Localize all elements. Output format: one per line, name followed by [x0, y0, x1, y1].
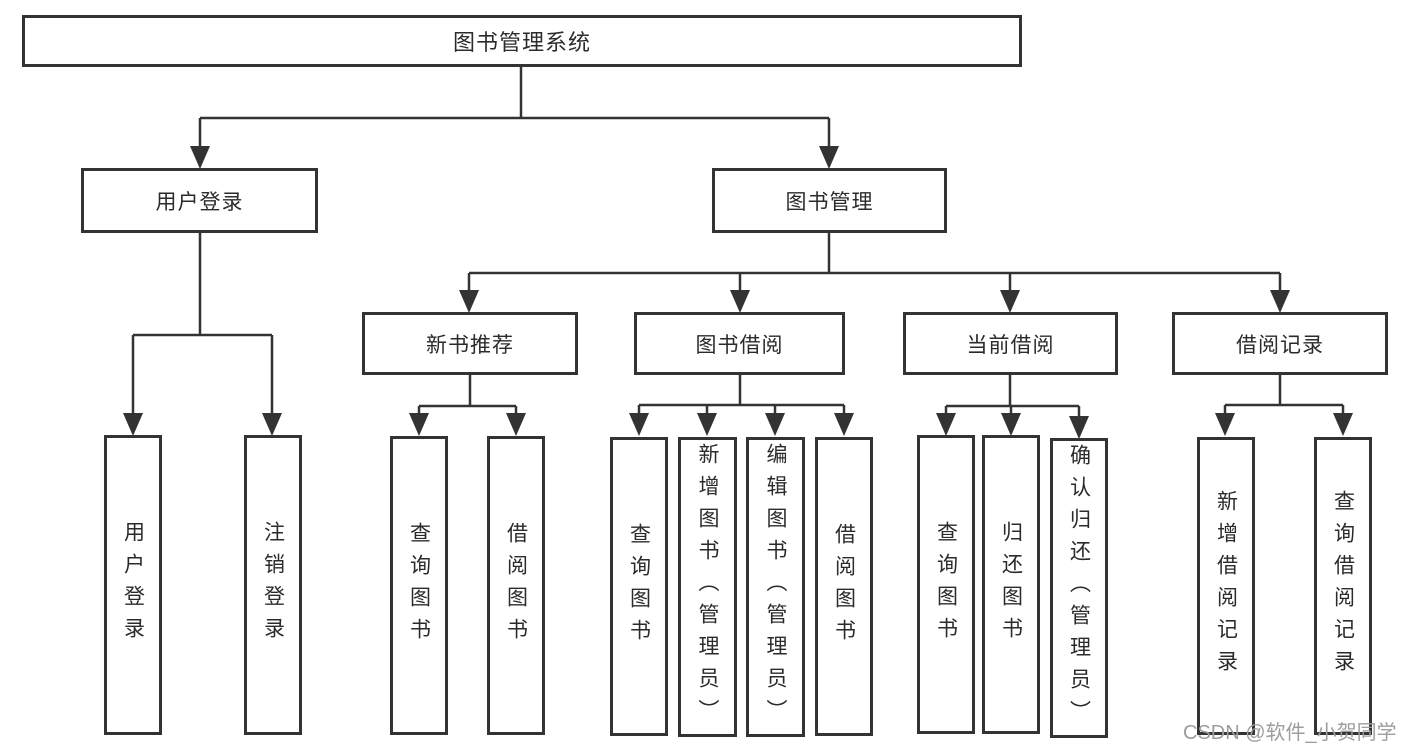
arrowhead	[459, 290, 479, 313]
leaf-logout-label: 注销登录	[261, 521, 285, 649]
leaf-user-login: 用户登录	[104, 435, 162, 735]
node-root: 图书管理系统	[22, 15, 1022, 67]
leaf-edit-books-admin: 编辑图书（管理员）	[746, 437, 805, 737]
node-borrow-records: 借阅记录	[1172, 312, 1388, 375]
node-current-borrow-label: 当前借阅	[966, 333, 1055, 357]
arrowhead	[506, 413, 526, 436]
leaf-borrow-books-1-label: 借阅图书	[504, 521, 528, 650]
connector-book-borrow	[637, 375, 846, 415]
node-root-label: 图书管理系统	[452, 30, 591, 55]
arrowhead	[730, 290, 750, 313]
leaf-query-borrow-record: 查询借阅记录	[1314, 437, 1372, 735]
leaf-query-borrow-record-label: 查询借阅记录	[1331, 490, 1355, 682]
node-new-book-recommend: 新书推荐	[362, 312, 578, 375]
leaf-logout: 注销登录	[244, 435, 302, 735]
arrowhead	[1270, 290, 1290, 313]
leaf-query-books-2-label: 查询图书	[627, 522, 651, 651]
arrowhead	[936, 413, 956, 436]
connector-root	[198, 67, 831, 148]
connector-borrow-records	[1223, 375, 1345, 415]
leaf-add-books-admin: 新增图书（管理员）	[678, 437, 737, 737]
node-user-login-label: 用户登录	[155, 190, 244, 214]
leaf-query-books-1-label: 查询图书	[407, 521, 431, 650]
connector-book-mgmt	[467, 233, 1282, 292]
arrowhead	[1333, 413, 1353, 436]
node-book-mgmt-label: 图书管理	[785, 190, 874, 214]
node-new-book-recommend-label: 新书推荐	[426, 333, 514, 357]
leaf-add-borrow-record: 新增借阅记录	[1197, 437, 1255, 735]
arrowhead	[697, 413, 717, 436]
connector-user-login	[131, 233, 274, 415]
arrowhead	[1215, 413, 1235, 436]
leaf-return-books: 归还图书	[982, 435, 1040, 734]
arrowhead	[123, 413, 143, 436]
arrowhead	[765, 413, 785, 436]
node-user-login: 用户登录	[81, 168, 318, 233]
leaf-query-books-1: 查询图书	[390, 436, 448, 735]
node-borrow-records-label: 借阅记录	[1236, 333, 1324, 357]
connector-new-book	[417, 375, 518, 415]
arrowhead	[834, 413, 854, 436]
arrowhead	[409, 413, 429, 436]
leaf-query-books-3-label: 查询图书	[934, 520, 958, 649]
node-book-mgmt: 图书管理	[712, 168, 947, 233]
arrowhead	[1000, 290, 1020, 313]
arrowhead	[1001, 413, 1021, 436]
arrowhead	[190, 146, 210, 169]
arrowhead	[629, 413, 649, 436]
leaf-user-login-label: 用户登录	[121, 521, 145, 649]
watermark: CSDN @软件_小贺同学	[1183, 722, 1397, 744]
node-book-borrow-label: 图书借阅	[695, 333, 784, 357]
leaf-borrow-books-1: 借阅图书	[487, 436, 545, 735]
leaf-borrow-books-2: 借阅图书	[815, 437, 873, 736]
leaf-add-books-admin-label: 新增图书（管理员）	[696, 443, 719, 731]
connector-current-borrow	[944, 375, 1081, 417]
leaf-query-books-2: 查询图书	[610, 437, 668, 736]
arrowhead	[262, 413, 282, 436]
leaf-confirm-return-admin-label: 确认归还（管理员）	[1067, 444, 1091, 732]
leaf-query-books-3: 查询图书	[917, 435, 975, 734]
leaf-return-books-label: 归还图书	[999, 520, 1023, 649]
leaf-add-borrow-record-label: 新增借阅记录	[1214, 490, 1238, 682]
node-book-borrow: 图书借阅	[634, 312, 845, 375]
node-current-borrow: 当前借阅	[903, 312, 1118, 375]
leaf-confirm-return-admin: 确认归还（管理员）	[1050, 438, 1108, 738]
leaf-edit-books-admin-label: 编辑图书（管理员）	[764, 443, 787, 731]
arrowhead	[819, 146, 839, 169]
arrowhead	[1069, 416, 1089, 439]
leaf-borrow-books-2-label: 借阅图书	[832, 522, 856, 651]
